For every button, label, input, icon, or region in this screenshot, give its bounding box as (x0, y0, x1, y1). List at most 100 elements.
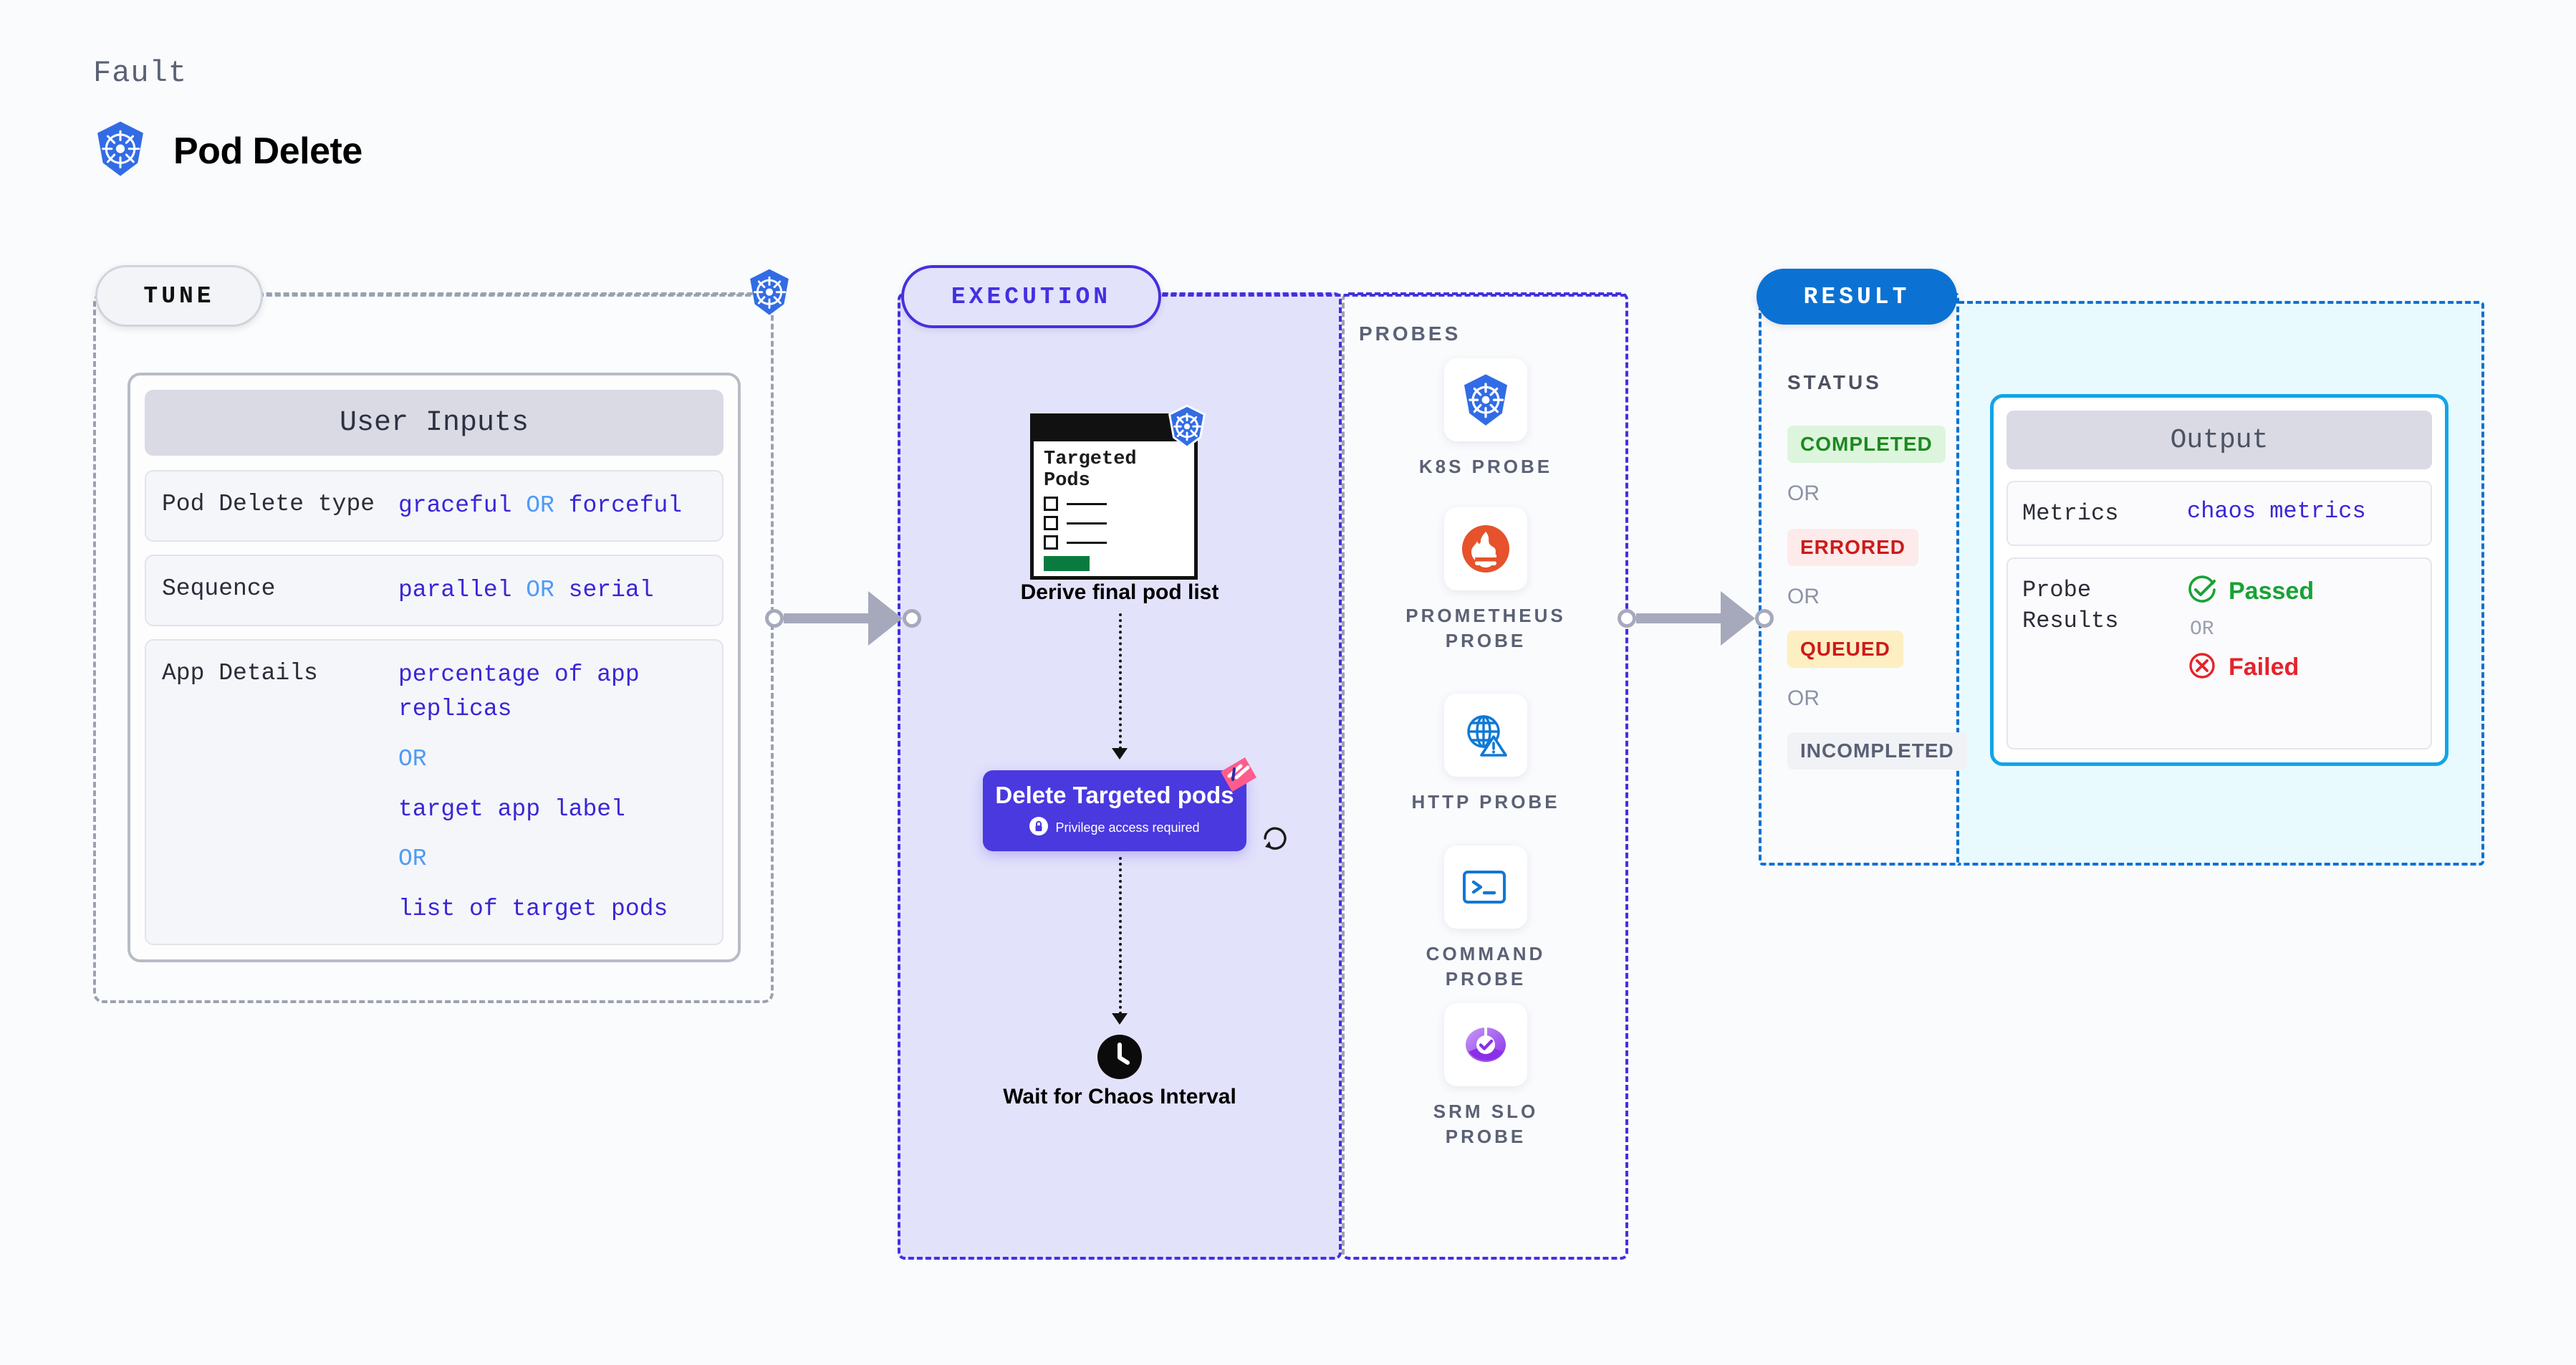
fault-label: Fault (93, 56, 188, 90)
litmus-chaos-icon (1216, 756, 1261, 801)
input-value-option-a: parallel (398, 577, 512, 603)
terminal-prompt-icon (1444, 846, 1527, 929)
probe-item-prometheus[interactable]: PROMETHEUS PROBE (1394, 507, 1577, 653)
checkbox-icon (1044, 516, 1058, 531)
checklist-item (1044, 497, 1184, 512)
kubernetes-icon (93, 120, 148, 181)
output-value: chaos metrics (2187, 498, 2366, 525)
kubernetes-icon (746, 268, 792, 320)
input-value-option-c: list of target pods (398, 896, 668, 923)
output-title: Output (2007, 411, 2432, 469)
connector-arrow (868, 591, 903, 646)
kubernetes-icon (1444, 358, 1527, 441)
input-value-option-a: graceful (398, 492, 512, 519)
flow-connector-line (1119, 613, 1122, 749)
result-stage-pill[interactable]: RESULT (1756, 269, 1957, 325)
input-row-sequence[interactable]: Sequence parallel OR serial (145, 555, 724, 626)
or-separator: OR (526, 492, 554, 519)
status-badge-incompleted: INCOMPLETED (1787, 732, 1967, 770)
delete-targeted-pods-node[interactable]: Delete Targeted pods Privilege access re… (983, 770, 1246, 851)
probe-label: PROMETHEUS PROBE (1405, 605, 1566, 652)
checkbox-icon (1044, 535, 1058, 550)
probe-item-command[interactable]: COMMAND PROBE (1394, 846, 1577, 992)
card-titlebar (1034, 417, 1194, 441)
probe-item-srm-slo[interactable]: SRM SLO PROBE (1394, 1003, 1577, 1149)
probe-label: K8S PROBE (1418, 456, 1553, 477)
input-row-app-details[interactable]: App Details percentage of app replicas O… (145, 639, 724, 946)
input-value-option-a: percentage of app replicas (398, 661, 640, 722)
output-key: Metrics (2022, 500, 2119, 527)
input-value-option-b: serial (568, 577, 654, 603)
status-title: STATUS (1787, 371, 1882, 393)
output-key: Probe Results (2022, 577, 2119, 635)
or-separator: OR (1787, 686, 1820, 710)
checklist-item (1044, 535, 1184, 550)
connector-bar (1636, 613, 1722, 623)
tune-stage-pill[interactable]: TUNE (95, 265, 263, 327)
green-progress-bar (1044, 556, 1090, 572)
connector-arrow (1721, 591, 1755, 646)
connector-tune-to-execution (765, 591, 921, 646)
probe-result-passed: Passed (2187, 575, 2314, 608)
page-title: Pod Delete (173, 130, 362, 172)
connector-dot (1618, 609, 1636, 628)
fault-title-row: Pod Delete (93, 120, 362, 181)
tune-connector-line (258, 294, 759, 297)
probe-item-k8s[interactable]: K8S PROBE (1394, 358, 1577, 479)
input-value: parallel OR serial (398, 573, 654, 608)
probe-label: SRM SLO PROBE (1433, 1101, 1539, 1148)
probe-results-values: Passed OR Failed (2187, 575, 2314, 694)
probe-item-http[interactable]: HTTP PROBE (1394, 694, 1577, 815)
check-circle-icon (2187, 575, 2217, 608)
status-badge-errored: ERRORED (1787, 529, 1919, 566)
connector-dot (765, 609, 784, 628)
or-separator: OR (526, 577, 554, 603)
input-key: App Details (162, 660, 318, 686)
connector-bar (784, 613, 870, 623)
or-separator: OR (1787, 482, 1820, 505)
prometheus-icon (1444, 507, 1527, 590)
input-key: Pod Delete type (162, 491, 375, 517)
line-placeholder (1067, 541, 1107, 544)
delete-node-title: Delete Targeted pods (995, 781, 1234, 808)
targeted-pods-title: Targeted Pods (1044, 449, 1137, 492)
input-value-option-b: target app label (398, 795, 625, 823)
checkbox-icon (1044, 497, 1058, 512)
input-row-pod-delete-type[interactable]: Pod Delete type graceful OR forceful (145, 470, 724, 542)
input-value-option-b: forceful (568, 492, 683, 519)
status-badge-queued: QUEUED (1787, 631, 1903, 668)
flow-arrow-icon (1112, 748, 1128, 760)
probe-label: HTTP PROBE (1411, 791, 1560, 813)
flow-arrow-icon (1112, 1013, 1128, 1025)
input-value: percentage of app replicas OR target app… (398, 658, 699, 926)
probes-title: PROBES (1359, 322, 1461, 345)
execution-connector-line (1153, 294, 1626, 297)
srm-slo-donut-check-icon (1444, 1003, 1527, 1086)
output-row-metrics[interactable]: Metrics chaos metrics (2007, 481, 2432, 547)
kubernetes-icon (1166, 404, 1208, 452)
targeted-pods-card: Targeted Pods (1030, 413, 1198, 580)
refresh-loop-icon (1259, 823, 1291, 858)
input-key: Sequence (162, 575, 276, 602)
wait-for-chaos-interval-label: Wait for Chaos Interval (1003, 1085, 1236, 1108)
connector-dot (903, 609, 921, 628)
output-card: Output Metrics chaos metrics Probe Resul… (1990, 394, 2448, 767)
line-placeholder (1067, 502, 1107, 505)
failed-label: Failed (2229, 653, 2299, 681)
flow-connector-line (1119, 857, 1122, 1015)
x-circle-icon (2187, 651, 2217, 684)
privilege-note: Privilege access required (1055, 820, 1200, 835)
user-inputs-card: User Inputs Pod Delete type graceful OR … (128, 373, 741, 963)
output-row-probe-results[interactable]: Probe Results Passed OR (2007, 557, 2432, 750)
checklist-item (1044, 516, 1184, 531)
probe-result-failed: Failed (2187, 651, 2314, 684)
clock-icon (1097, 1035, 1142, 1083)
passed-label: Passed (2229, 578, 2315, 605)
or-separator: OR (2190, 618, 2214, 641)
probe-label: COMMAND PROBE (1426, 943, 1546, 990)
or-separator: OR (1787, 585, 1820, 608)
or-separator: OR (398, 745, 427, 772)
line-placeholder (1067, 522, 1107, 525)
execution-stage-pill[interactable]: EXECUTION (901, 265, 1161, 328)
connector-execution-to-result (1618, 591, 1774, 646)
